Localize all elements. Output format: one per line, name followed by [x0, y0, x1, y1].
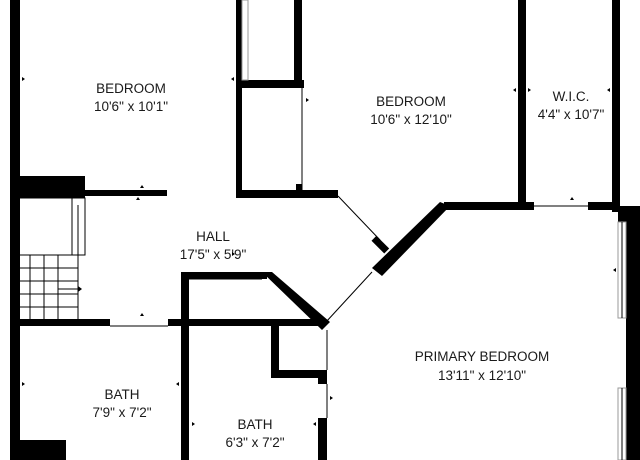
closet-door-stub — [296, 184, 302, 192]
staircase — [20, 197, 86, 319]
tick-marker — [528, 88, 531, 92]
walls — [10, 0, 640, 460]
room-bath-1: BATH 7'9" x 7'2" — [92, 387, 151, 420]
room-hall: HALL 17'5" x 5'9" — [180, 229, 247, 262]
tick-marker — [330, 396, 333, 400]
tick-marker — [613, 268, 616, 272]
tick-marker — [313, 422, 316, 426]
bath-closet-wall-left — [271, 326, 279, 378]
room-dimensions: 17'5" x 5'9" — [180, 247, 247, 262]
room-dimensions: 7'9" x 7'2" — [92, 405, 151, 420]
room-labels: BEDROOM 10'6" x 10'1" BEDROOM 10'6" x 12… — [92, 81, 604, 450]
bath-diagonal-wall — [262, 272, 330, 330]
bath-separator-wall — [181, 272, 189, 460]
tick-marker — [140, 185, 144, 188]
primary-diagonal-wall — [372, 202, 450, 276]
room-name: PRIMARY BEDROOM — [415, 349, 550, 364]
stair-wall-block — [18, 176, 85, 198]
tick-marker — [231, 77, 234, 81]
room-dimensions: 10'6" x 10'1" — [94, 99, 168, 114]
room-dimensions: 13'11" x 12'10" — [438, 368, 526, 383]
bath-top-wall — [181, 272, 267, 279]
tick-marker — [22, 382, 25, 386]
room-wic: W.I.C. 4'4" x 10'7" — [538, 89, 605, 122]
hall-diagonal-line-lower — [325, 271, 373, 323]
room-bedroom-2: BEDROOM 10'6" x 12'10" — [370, 94, 452, 127]
bottom-left-wall-block — [18, 440, 66, 460]
tick-marker — [513, 88, 516, 92]
window — [241, 0, 249, 81]
room-primary-bedroom: PRIMARY BEDROOM 13'11" x 12'10" — [415, 349, 550, 383]
room-dimensions: 10'6" x 12'10" — [370, 112, 452, 127]
wic-left-wall — [518, 0, 526, 208]
diagonal-door-stub — [371, 235, 390, 254]
hall-bottom-wall-right — [168, 319, 320, 326]
closet-wall-right — [294, 0, 302, 88]
hall-bottom-wall-left — [18, 319, 110, 326]
primary-top-wall-right — [588, 202, 618, 210]
stair-arrow-head — [78, 286, 82, 292]
room-bath-2: BATH 6'3" x 7'2" — [225, 417, 284, 450]
tick-marker — [306, 98, 309, 102]
room-bedroom-1: BEDROOM 10'6" x 10'1" — [94, 81, 168, 114]
stair-outline — [20, 197, 86, 319]
room-name: HALL — [196, 229, 230, 244]
tick-marker — [136, 197, 140, 200]
tick-marker — [140, 313, 144, 316]
room-name: BATH — [237, 417, 272, 432]
closet-wall-top — [236, 80, 304, 88]
tick-marker — [22, 77, 25, 81]
bedroom-bottom-wall — [85, 190, 167, 196]
hall-diagonal-line-upper — [337, 195, 381, 241]
closet-wall-left — [236, 0, 242, 196]
room-dimensions: 6'3" x 7'2" — [225, 435, 284, 450]
primary-top-wall — [444, 202, 534, 210]
fixtures — [20, 0, 627, 460]
hall-top-wall — [236, 190, 338, 198]
right-exterior-wall-lower — [626, 220, 640, 460]
tick-marker — [570, 197, 574, 200]
tick-marker — [232, 252, 235, 256]
wic-right-wall — [612, 0, 620, 212]
bath-closet-wall-right — [318, 370, 327, 384]
bath-closet-wall-bottom — [271, 370, 327, 378]
tick-markers — [22, 77, 616, 426]
left-exterior-wall — [10, 0, 20, 460]
bath-right-wall — [318, 418, 327, 460]
room-name: BEDROOM — [376, 94, 446, 109]
right-exterior-wall — [618, 206, 640, 222]
tick-marker — [176, 382, 179, 386]
room-dimensions: 4'4" x 10'7" — [538, 107, 605, 122]
room-name: BEDROOM — [96, 81, 166, 96]
room-name: W.I.C. — [553, 89, 590, 104]
tick-marker — [607, 88, 610, 92]
room-name: BATH — [104, 387, 139, 402]
tick-marker — [192, 422, 195, 426]
